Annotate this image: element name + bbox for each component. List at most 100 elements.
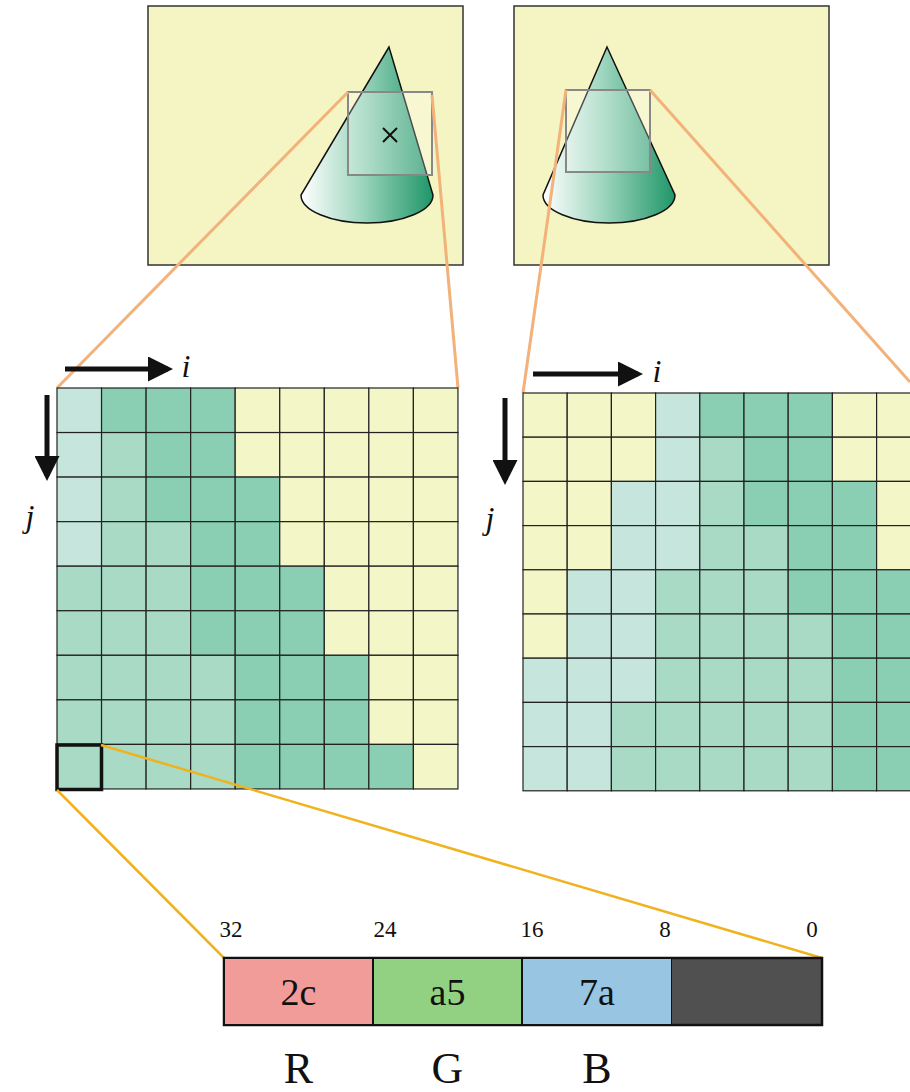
pixel-cell xyxy=(146,655,191,700)
pixel-cell xyxy=(788,702,832,746)
pixel-cell xyxy=(832,570,876,614)
pixel-cell xyxy=(280,700,325,745)
pixel-cell xyxy=(788,393,832,437)
axis-arrow xyxy=(45,395,50,476)
pixel-cell xyxy=(788,658,832,702)
window-square xyxy=(566,90,650,172)
pixel-cell xyxy=(523,658,567,702)
pixel-cell xyxy=(523,393,567,437)
pixel-cell xyxy=(832,747,876,791)
pixel-cell xyxy=(191,611,236,656)
pixel-cell xyxy=(567,614,611,658)
pixel-cell xyxy=(832,526,876,570)
pixel-cell xyxy=(57,655,102,700)
pixel-cell xyxy=(146,522,191,567)
pixel-cell xyxy=(146,388,191,433)
pixel-cell xyxy=(102,566,147,611)
pixel-cell xyxy=(523,614,567,658)
pixel-cell xyxy=(744,526,788,570)
pixel-cell xyxy=(700,614,744,658)
pixel-cell xyxy=(235,611,280,656)
bit-field-segment: a5G xyxy=(373,958,522,1025)
pixel-cell xyxy=(656,658,700,702)
leader-line xyxy=(57,745,822,958)
channel-name: G xyxy=(374,1047,521,1091)
byte-value: a5 xyxy=(430,973,466,1011)
bit-field-segment: 2cR xyxy=(224,958,373,1025)
pixel-cell xyxy=(280,477,325,522)
pixel-cell xyxy=(523,437,567,481)
pixel-cell xyxy=(656,614,700,658)
pixel-cell xyxy=(611,481,655,525)
pixel-cell xyxy=(369,611,414,656)
pixel-cell xyxy=(235,744,280,789)
pixel-cell xyxy=(832,614,876,658)
pixel-cell xyxy=(324,700,369,745)
pixel-cell xyxy=(788,614,832,658)
pixel-cell xyxy=(788,570,832,614)
pixel-cell xyxy=(700,481,744,525)
pixel-cell xyxy=(744,437,788,481)
pixel-cell xyxy=(102,388,147,433)
pixel-cell xyxy=(700,658,744,702)
pixel-cell xyxy=(788,481,832,525)
pixel-cell xyxy=(369,522,414,567)
pixel-cell xyxy=(191,388,236,433)
pixel-cell xyxy=(57,388,102,433)
pixel-cell xyxy=(57,477,102,522)
channel-name: B xyxy=(523,1047,671,1091)
pixel-cell xyxy=(235,522,280,567)
pixel-cell xyxy=(57,522,102,567)
pixel-cell xyxy=(369,477,414,522)
pixel-cell xyxy=(567,481,611,525)
pixel-cell xyxy=(611,658,655,702)
pixel-cell xyxy=(146,700,191,745)
pixel-cell xyxy=(324,522,369,567)
cone xyxy=(301,47,433,223)
pixel-cell xyxy=(877,570,910,614)
pixel-cell xyxy=(523,481,567,525)
bit-position: 24 xyxy=(374,918,397,941)
pixel-cell xyxy=(611,614,655,658)
pixel-cell xyxy=(744,614,788,658)
pixel-cell xyxy=(102,477,147,522)
pixel-cell xyxy=(877,614,910,658)
pixel-cell xyxy=(700,526,744,570)
pixel-cell xyxy=(102,700,147,745)
cone xyxy=(543,47,675,223)
pixel-cell xyxy=(656,526,700,570)
pixel-cell xyxy=(413,388,458,433)
pixel-cell xyxy=(832,393,876,437)
pixel-cell xyxy=(146,477,191,522)
pixel-cell xyxy=(369,566,414,611)
pixel-cell xyxy=(324,433,369,478)
pixel-cell xyxy=(146,611,191,656)
bit-position: 16 xyxy=(521,918,544,941)
pixel-cell xyxy=(567,526,611,570)
pixel-cell xyxy=(567,437,611,481)
pixel-cell xyxy=(324,744,369,789)
pixel-cell xyxy=(700,702,744,746)
pixel-cell xyxy=(832,658,876,702)
pixel-cell xyxy=(877,437,910,481)
pixel-cell xyxy=(788,747,832,791)
pixel-cell xyxy=(280,744,325,789)
pixel-cell xyxy=(611,526,655,570)
pixel-cell xyxy=(744,702,788,746)
pixel-cell xyxy=(656,747,700,791)
byte-value: 2c xyxy=(281,973,317,1011)
pixel-cell xyxy=(413,655,458,700)
pixel-cell xyxy=(280,655,325,700)
axis-label: i xyxy=(182,350,191,382)
pixel-cell xyxy=(369,700,414,745)
bit-position: 32 xyxy=(220,918,243,941)
pixel-cell xyxy=(369,433,414,478)
pixel-cell xyxy=(413,744,458,789)
pixel-cell xyxy=(324,655,369,700)
pixel-grid xyxy=(523,393,910,791)
pixel-cell xyxy=(567,702,611,746)
pixel-cell xyxy=(146,566,191,611)
pixel-cell xyxy=(700,437,744,481)
pixel-cell xyxy=(656,570,700,614)
axis-label: j xyxy=(486,502,495,534)
